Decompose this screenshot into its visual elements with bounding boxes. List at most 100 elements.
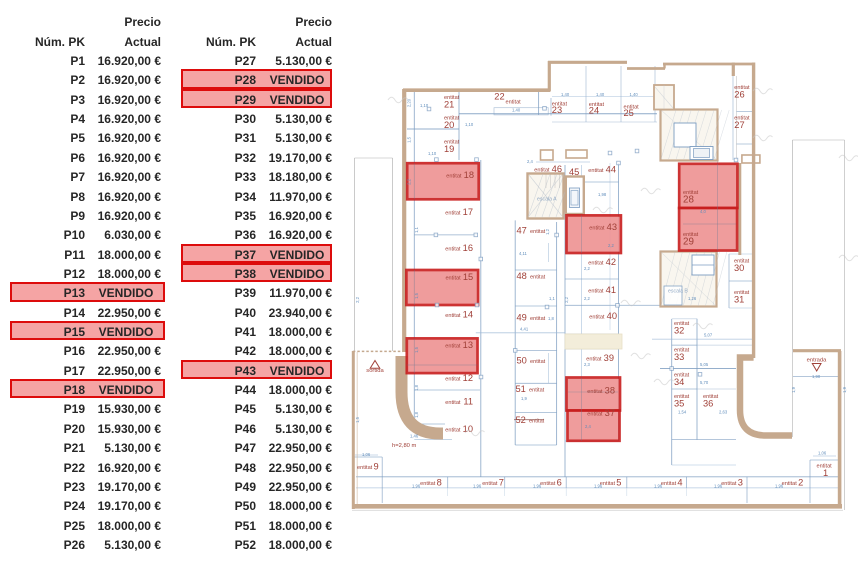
svg-text:entitat: entitat <box>445 276 461 282</box>
svg-text:entitat: entitat <box>721 481 737 487</box>
svg-text:entitat: entitat <box>661 481 677 487</box>
svg-text:entitat: entitat <box>540 481 556 487</box>
svg-text:entrada: entrada <box>807 357 827 363</box>
svg-text:entitat: entitat <box>588 168 604 174</box>
svg-text:entitat: entitat <box>587 389 603 395</box>
svg-text:entitat: entitat <box>552 101 568 107</box>
svg-text:entitat: entitat <box>445 344 461 350</box>
svg-text:1,5: 1,5 <box>414 292 419 298</box>
svg-text:1,5: 1,5 <box>407 136 412 142</box>
svg-text:41: 41 <box>606 285 616 295</box>
svg-text:38: 38 <box>605 386 615 396</box>
svg-text:1,98: 1,98 <box>598 192 607 197</box>
svg-text:26: 26 <box>734 89 744 99</box>
svg-text:13: 13 <box>463 340 473 350</box>
svg-text:entitat: entitat <box>589 102 605 108</box>
svg-text:46: 46 <box>552 164 562 174</box>
svg-text:1,54: 1,54 <box>678 410 687 415</box>
svg-text:1,10: 1,10 <box>465 122 474 127</box>
svg-text:1,96: 1,96 <box>714 484 723 489</box>
svg-text:2,63: 2,63 <box>719 410 728 415</box>
svg-text:1,40: 1,40 <box>512 108 521 113</box>
svg-text:entitat: entitat <box>734 85 750 91</box>
svg-text:1,1: 1,1 <box>414 226 419 232</box>
svg-text:5,70: 5,70 <box>700 380 709 385</box>
svg-text:1,40: 1,40 <box>561 92 570 97</box>
svg-text:entitat: entitat <box>624 105 640 111</box>
svg-text:1,96: 1,96 <box>775 484 784 489</box>
svg-text:entitat: entitat <box>782 481 798 487</box>
svg-text:1,5: 1,5 <box>414 346 419 352</box>
svg-text:escala B: escala B <box>668 289 688 295</box>
svg-text:16: 16 <box>463 243 473 253</box>
svg-text:15: 15 <box>463 272 473 282</box>
svg-text:entitat: entitat <box>587 411 603 417</box>
svg-text:5,05: 5,05 <box>700 362 709 367</box>
svg-text:entitat: entitat <box>529 388 545 394</box>
svg-text:1,10: 1,10 <box>420 103 429 108</box>
svg-text:1,10: 1,10 <box>428 151 437 156</box>
svg-text:1,26: 1,26 <box>688 296 697 301</box>
svg-text:12: 12 <box>463 373 473 383</box>
svg-text:7: 7 <box>499 478 504 488</box>
svg-text:1,5: 1,5 <box>355 416 360 422</box>
svg-text:entitat: entitat <box>674 321 690 327</box>
svg-text:2: 2 <box>798 478 803 488</box>
svg-text:23: 23 <box>552 105 562 115</box>
svg-text:2,4: 2,4 <box>585 424 591 429</box>
svg-text:entitat: entitat <box>444 95 460 101</box>
svg-text:entitat: entitat <box>445 211 461 217</box>
svg-text:45: 45 <box>569 167 579 177</box>
svg-text:32: 32 <box>674 326 684 336</box>
svg-text:2,2: 2,2 <box>564 296 569 302</box>
svg-text:2,2: 2,2 <box>355 296 360 302</box>
svg-text:14: 14 <box>463 309 473 319</box>
svg-text:1,96: 1,96 <box>473 484 482 489</box>
svg-text:1,9: 1,9 <box>842 386 847 392</box>
svg-text:entitat: entitat <box>482 481 498 487</box>
svg-text:entitat: entitat <box>589 226 605 232</box>
svg-text:entitat: entitat <box>445 428 461 434</box>
svg-text:escala A: escala A <box>537 196 557 202</box>
svg-text:2,3: 2,3 <box>584 362 590 367</box>
svg-text:1,06: 1,06 <box>818 451 827 456</box>
svg-text:1,90: 1,90 <box>812 374 821 379</box>
svg-text:entitat: entitat <box>734 116 750 122</box>
svg-text:28: 28 <box>683 194 694 205</box>
svg-text:17: 17 <box>463 207 473 217</box>
svg-text:entitat: entitat <box>734 290 750 296</box>
svg-text:2,2: 2,2 <box>584 266 590 271</box>
svg-text:1,96: 1,96 <box>594 484 603 489</box>
svg-text:entitat: entitat <box>506 99 522 105</box>
svg-text:1,96: 1,96 <box>654 484 663 489</box>
svg-text:24: 24 <box>589 106 599 116</box>
svg-text:entitat: entitat <box>534 168 550 174</box>
svg-text:1,9: 1,9 <box>521 396 527 401</box>
svg-text:sortida: sortida <box>366 368 384 374</box>
svg-text:42: 42 <box>606 257 616 267</box>
svg-text:entitat: entitat <box>589 315 605 321</box>
svg-text:19: 19 <box>444 144 454 154</box>
svg-text:8: 8 <box>437 478 442 488</box>
svg-text:20: 20 <box>444 120 454 130</box>
svg-text:11: 11 <box>463 397 473 407</box>
svg-text:49: 49 <box>517 313 527 323</box>
svg-text:2,4: 2,4 <box>527 159 533 164</box>
svg-text:entitat: entitat <box>588 289 604 295</box>
svg-text:2,2: 2,2 <box>608 243 614 248</box>
svg-text:22: 22 <box>494 92 504 102</box>
svg-text:entitat: entitat <box>530 275 546 281</box>
svg-text:entitat: entitat <box>674 348 690 354</box>
svg-text:5: 5 <box>616 478 621 488</box>
svg-text:entitat: entitat <box>674 394 690 400</box>
svg-text:9: 9 <box>374 462 379 472</box>
svg-text:2,2: 2,2 <box>407 178 412 184</box>
svg-text:1,8: 1,8 <box>548 316 554 321</box>
svg-text:29: 29 <box>683 237 694 248</box>
svg-text:33: 33 <box>674 352 684 362</box>
svg-text:37: 37 <box>605 408 615 418</box>
svg-text:2,20: 2,20 <box>407 98 412 107</box>
svg-text:entitat: entitat <box>674 373 690 379</box>
svg-text:44: 44 <box>606 164 616 174</box>
svg-text:43: 43 <box>607 222 617 232</box>
